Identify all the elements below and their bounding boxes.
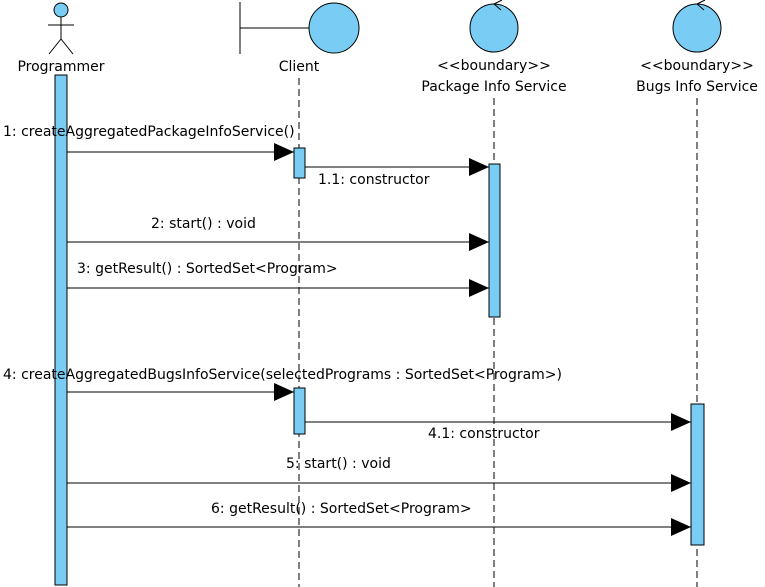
- message-label: 1: createAggregatedPackageInfoService(): [3, 124, 295, 140]
- participant-bugs-info-service[interactable]: <<boundary>> Bugs Info Service: [636, 0, 758, 95]
- message-1[interactable]: 1: createAggregatedPackageInfoService(): [3, 124, 295, 161]
- control-icon: [469, 0, 519, 53]
- message-label: 1.1: constructor: [318, 172, 430, 188]
- message-label: 4.1: constructor: [428, 426, 540, 442]
- message-label: 5: start() : void: [286, 456, 391, 472]
- activation-client-1[interactable]: [293, 147, 306, 179]
- message-1-1[interactable]: 1.1: constructor: [305, 158, 489, 188]
- participant-client[interactable]: Client: [239, 2, 360, 75]
- participant-stereotype-package: <<boundary>>: [437, 58, 551, 74]
- participant-package-info-service[interactable]: <<boundary>> Package Info Service: [421, 0, 567, 95]
- message-label: 6: getResult() : SortedSet<Program>: [211, 501, 472, 517]
- participant-name-bugs: Bugs Info Service: [636, 79, 758, 95]
- activation-package[interactable]: [488, 163, 501, 318]
- message-label: 4: createAggregatedBugsInfoService(selec…: [3, 367, 562, 383]
- control-icon: [672, 0, 722, 53]
- message-3[interactable]: 3: getResult() : SortedSet<Program>: [67, 261, 489, 297]
- message-5[interactable]: 5: start() : void: [67, 456, 691, 492]
- participant-name-programmer: Programmer: [17, 59, 104, 75]
- boundary-icon: [239, 2, 360, 54]
- message-4[interactable]: 4: createAggregatedBugsInfoService(selec…: [3, 367, 562, 401]
- participant-stereotype-bugs: <<boundary>>: [640, 58, 754, 74]
- participant-name-client: Client: [279, 59, 320, 75]
- activation-client-2[interactable]: [293, 387, 306, 435]
- message-2[interactable]: 2: start() : void: [67, 216, 489, 251]
- message-4-1[interactable]: 4.1: constructor: [305, 413, 691, 442]
- message-label: 2: start() : void: [151, 216, 256, 232]
- activation-bugs[interactable]: [690, 403, 705, 546]
- message-label: 3: getResult() : SortedSet<Program>: [77, 261, 338, 277]
- participant-name-package: Package Info Service: [421, 79, 566, 95]
- message-6[interactable]: 6: getResult() : SortedSet<Program>: [67, 501, 691, 536]
- actor-icon: [48, 2, 74, 55]
- activation-programmer[interactable]: [54, 74, 68, 586]
- participant-programmer[interactable]: Programmer: [17, 2, 105, 75]
